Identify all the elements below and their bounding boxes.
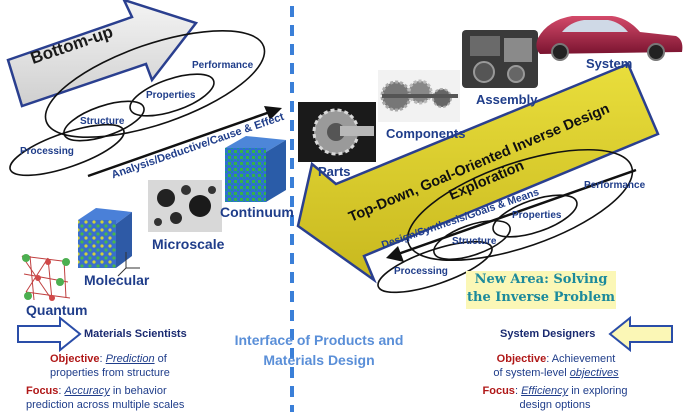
new-area-line1: New Area: Solving (474, 272, 608, 287)
left-objective-key: Objective (50, 353, 100, 365)
left-focus-line2: prediction across multiple scales (26, 399, 185, 411)
right-focus-key: Focus (482, 385, 515, 397)
system-designers-label: System Designers (500, 328, 596, 340)
components-label: Components (386, 126, 466, 141)
left-objective-rest: of (157, 353, 167, 365)
left-focus-em: Accuracy (64, 385, 110, 397)
interface-title: Interface of Products and Materials Desi… (224, 330, 414, 370)
right-focus: Focus: Efficiency in exploring design op… (482, 385, 628, 411)
right-objective-em: objectives (569, 367, 619, 379)
interface-line2: Materials Design (263, 352, 375, 368)
continuum-label: Continuum (220, 204, 294, 220)
new-area-line2: the Inverse Problem (467, 290, 615, 305)
components-gearbox-image (378, 70, 460, 122)
continuum-image (225, 136, 286, 202)
molecular-image (78, 208, 132, 268)
left-flow-line (87, 110, 271, 178)
left-structure-label: Structure (80, 116, 125, 127)
top-down-arrow (296, 62, 660, 284)
bottom-up-arrow (6, 0, 199, 108)
left-objective-line2: properties from structure (50, 367, 170, 379)
right-objective-line2: of system-level (493, 367, 567, 379)
quantum-lattice-image (21, 254, 71, 301)
microscale-image (148, 180, 222, 232)
parts-gear-image (298, 102, 376, 162)
right-ellipse-chain (377, 148, 634, 294)
right-flow-line (397, 168, 637, 256)
system-car-image (536, 16, 683, 61)
left-focus-key: Focus (26, 385, 59, 397)
materials-scientists-arrow (17, 315, 82, 353)
left-flow-arrowhead (264, 106, 282, 120)
right-processing-label: Processing (394, 266, 448, 277)
left-focus-rest: in behavior (112, 385, 167, 397)
left-performance-label: Performance (192, 60, 254, 71)
right-properties-label: Properties (512, 210, 562, 221)
assembly-label: Assembly (476, 92, 538, 107)
right-structure-label: Structure (452, 236, 497, 247)
quantum-label: Quantum (26, 302, 88, 318)
system-designers-arrow (608, 315, 673, 353)
assembly-engine-image (462, 30, 538, 88)
right-focus-em: Efficiency (521, 385, 569, 397)
left-processing-label: Processing (20, 146, 74, 157)
left-ellipse-chain (9, 29, 266, 177)
materials-scientists-label: Materials Scientists (84, 328, 187, 340)
right-objective-rest: Achievement (551, 353, 616, 365)
left-focus: Focus: Accuracy in behavior prediction a… (26, 385, 185, 411)
axes-glyph (117, 252, 140, 277)
right-objective: Objective: Achievement of system-level o… (493, 353, 619, 379)
right-focus-line2: design options (519, 399, 591, 411)
system-label: System (586, 56, 633, 71)
new-area-box: New Area: Solving the Inverse Problem (466, 271, 616, 309)
right-performance-label: Performance (584, 180, 646, 191)
molecular-label: Molecular (84, 272, 150, 288)
right-objective-key: Objective (496, 353, 547, 365)
left-objective: Objective: Prediction of properties from… (50, 353, 170, 379)
left-objective-em: Prediction (105, 353, 155, 365)
interface-line1: Interface of Products and (234, 332, 404, 348)
parts-label: Parts (318, 164, 351, 179)
right-focus-rest: in exploring (571, 385, 628, 397)
left-properties-label: Properties (146, 90, 196, 101)
right-flow-arrowhead (386, 246, 404, 262)
microscale-label: Microscale (152, 236, 225, 252)
